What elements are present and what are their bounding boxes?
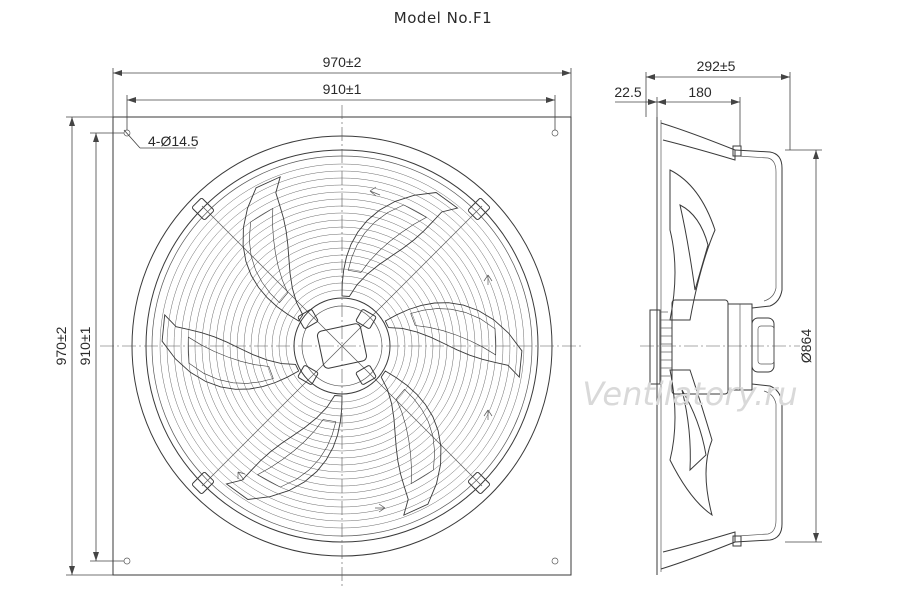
diameter-label: Ø864 bbox=[798, 329, 814, 363]
side-dimensions: 292±5 22.5 180 Ø864 bbox=[614, 58, 822, 543]
fan-blade-recess bbox=[410, 308, 497, 356]
front-dimensions: 970±2 910±1 970±2 910±1 4-Ø14.5 bbox=[53, 54, 572, 576]
mounting-hole-bottom-right bbox=[551, 557, 559, 565]
overall-depth-label: 292±5 bbox=[697, 58, 736, 74]
fan-blade bbox=[384, 302, 523, 379]
width-outer-label: 970±2 bbox=[323, 54, 362, 70]
fan-blades bbox=[161, 176, 523, 516]
fan-blade-recess bbox=[187, 336, 274, 384]
motor-depth-label: 180 bbox=[688, 84, 712, 100]
height-outer-label: 970±2 bbox=[53, 326, 69, 365]
side-view-blades bbox=[669, 169, 716, 517]
mounting-hole-top-right bbox=[551, 129, 559, 137]
terminal-box bbox=[316, 323, 368, 369]
fan-blade-recess bbox=[347, 204, 428, 273]
mounting-hole-bottom-left bbox=[123, 557, 131, 565]
grille-brackets bbox=[192, 198, 490, 494]
motor-shaft-end bbox=[649, 309, 661, 385]
hole-note-label: 4-Ø14.5 bbox=[148, 133, 199, 149]
fan-blade bbox=[380, 370, 442, 516]
drawing-title: Model No.F1 bbox=[394, 9, 492, 27]
fan-blade-recess bbox=[248, 207, 289, 304]
fan-blade bbox=[341, 192, 459, 297]
flange-offset-label: 22.5 bbox=[614, 84, 641, 100]
fan-blade bbox=[225, 395, 343, 500]
fan-blade-recess bbox=[395, 388, 436, 485]
grille-spokes bbox=[201, 205, 483, 487]
fan-blade-recess bbox=[256, 419, 337, 488]
height-holes-label: 910±1 bbox=[77, 326, 93, 365]
side-view bbox=[640, 117, 800, 575]
motor-fins bbox=[660, 311, 672, 377]
front-view bbox=[100, 105, 584, 588]
fan-blade bbox=[161, 313, 300, 390]
fan-blade bbox=[242, 176, 304, 322]
rotation-arrows bbox=[237, 186, 493, 513]
width-holes-label: 910±1 bbox=[323, 81, 362, 97]
hub-clamps bbox=[297, 309, 377, 385]
watermark: Ventilatory.ru bbox=[582, 375, 797, 413]
